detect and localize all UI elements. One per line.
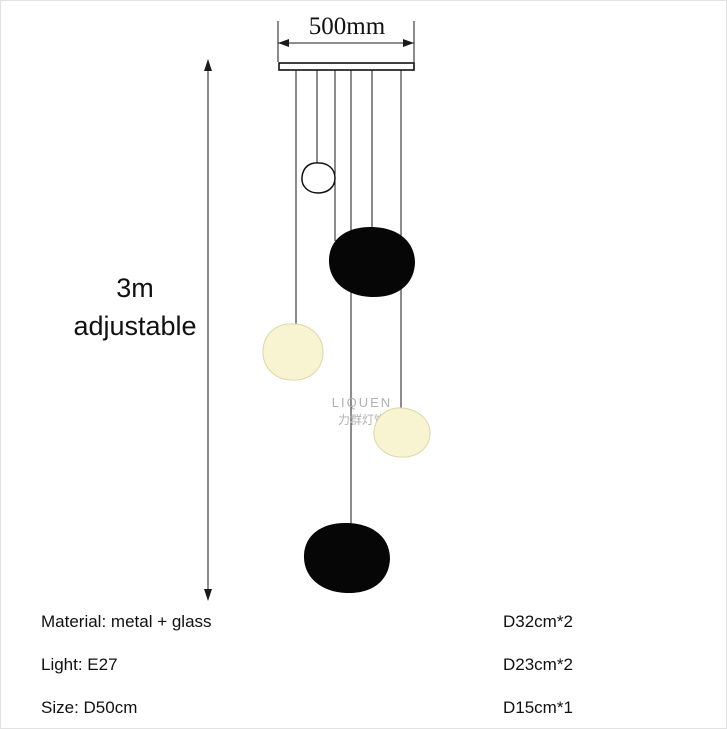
globe-cream-left [262, 323, 324, 381]
watermark-chinese: 力群灯饰 [338, 413, 386, 427]
width-dimension-label: 500mm [309, 13, 386, 40]
height-label-line1: 3m [116, 273, 154, 303]
globe-black-top [328, 226, 415, 298]
height-label-line2: adjustable [73, 311, 196, 341]
globe-white-small [301, 162, 336, 194]
arrow-left-icon [278, 39, 289, 47]
watermark-brand: LIQUEN [332, 395, 392, 410]
globe-cream-right [373, 407, 431, 458]
ceiling-plate [278, 62, 415, 71]
arrow-up-icon [204, 59, 212, 71]
arrow-down-icon [204, 589, 212, 601]
arrow-right-icon [403, 39, 414, 47]
globe-black-bottom [303, 522, 390, 594]
